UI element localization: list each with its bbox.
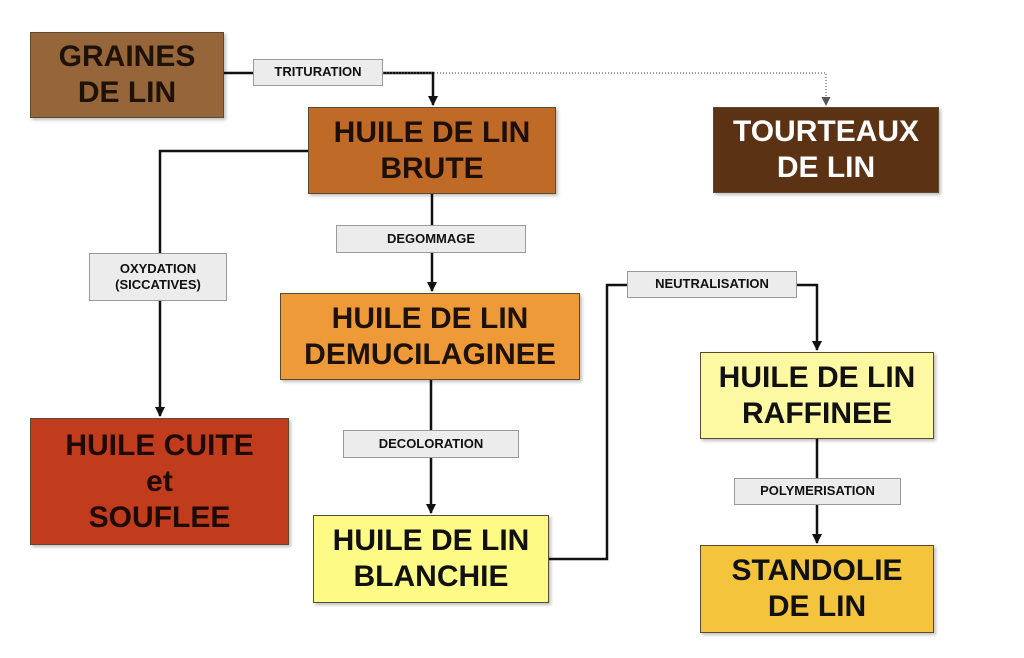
node-text-line: GRAINES — [58, 40, 196, 73]
node-graines-de-lin: GRAINES DE LIN — [30, 32, 224, 118]
node-text-line: RAFFINEE — [742, 396, 892, 430]
node-text-line: et — [146, 464, 173, 498]
process-label-text: OXYDATION — [119, 260, 197, 276]
process-label-polymerisation: POLYMERISATION — [734, 478, 901, 505]
node-text-line: SOUFLEE — [88, 500, 231, 534]
process-label-text: POLYMERISATION — [760, 483, 875, 499]
node-text-line: TOURTEAUX — [732, 115, 920, 148]
process-label-trituration: TRITURATION — [253, 59, 383, 86]
process-label-text: DECOLORATION — [378, 435, 484, 451]
node-huile-de-lin-blanchie: HUILE DE LIN BLANCHIE — [313, 515, 549, 603]
node-standolie-de-lin: STANDOLIE DE LIN — [700, 545, 934, 633]
node-text-line: HUILE DE LIN — [333, 115, 531, 149]
process-label-oxydation: OXYDATION (SICCATIVES) — [89, 253, 227, 301]
process-label-text: TRITURATION — [274, 64, 362, 80]
process-label-degommage: DEGOMMAGE — [336, 225, 526, 253]
node-tourteaux-de-lin: TOURTEAUX DE LIN — [713, 107, 939, 193]
node-text-line: BLANCHIE — [353, 560, 509, 593]
edge-brute-to-cuite — [155, 149, 308, 417]
edge-blanchie-to-raffinee — [549, 283, 822, 561]
node-text-line: HUILE CUITE — [65, 428, 254, 462]
node-text-line: DE LIN — [776, 151, 876, 184]
node-text-line: BRUTE — [380, 151, 484, 185]
node-huile-de-lin-raffinee: HUILE DE LIN RAFFINEE — [700, 352, 934, 439]
process-label-text: NEUTRALISATION — [655, 276, 769, 292]
node-text-line: STANDOLIE — [731, 554, 903, 587]
node-huile-cuite-et-souflee: HUILE CUITE et SOUFLEE — [30, 418, 289, 545]
process-label-decoloration: DECOLORATION — [343, 430, 519, 458]
node-text-line: DE LIN — [767, 590, 867, 623]
node-text-line: DEMUCILAGINEE — [304, 337, 556, 371]
node-text-line: DE LIN — [77, 76, 177, 109]
process-label-text: DEGOMMAGE — [386, 230, 476, 246]
edge-graines-to-tourteaux — [383, 72, 831, 106]
node-text-line: HUILE DE LIN — [332, 524, 530, 557]
node-text-line: HUILE DE LIN — [718, 360, 916, 394]
node-huile-de-lin-demucilaginee: HUILE DE LIN DEMUCILAGINEE — [280, 293, 580, 380]
node-text-line: HUILE DE LIN — [331, 301, 529, 335]
node-huile-de-lin-brute: HUILE DE LIN BRUTE — [308, 107, 556, 194]
process-label-neutralisation: NEUTRALISATION — [627, 271, 797, 298]
process-label-text: (SICCATIVES) — [115, 277, 201, 292]
